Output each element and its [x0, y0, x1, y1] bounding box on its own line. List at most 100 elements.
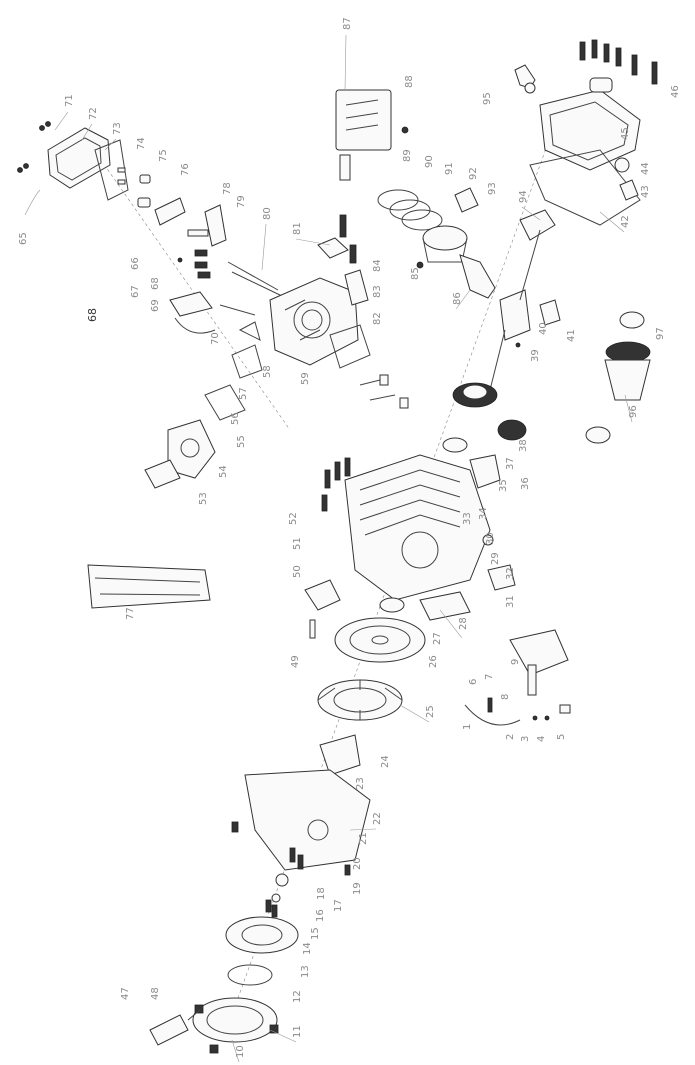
- callout-26: 26: [428, 655, 439, 668]
- callout-55: 55: [236, 435, 247, 448]
- callout-22: 22: [372, 812, 383, 825]
- callout-29: 29: [490, 552, 501, 565]
- callout-44: 44: [640, 162, 651, 175]
- callout-42: 42: [620, 215, 631, 228]
- callout-81: 81: [292, 222, 303, 235]
- callout-24: 24: [380, 755, 391, 768]
- callout-79: 79: [236, 195, 247, 208]
- fuel-tank: [87, 564, 211, 609]
- blower-housing: [231, 769, 371, 871]
- callout-32: 32: [505, 567, 516, 580]
- pin-39: [515, 342, 521, 348]
- callout-53: 53: [198, 492, 209, 505]
- callout-9: 9: [510, 659, 521, 665]
- callout-20: 20: [352, 857, 363, 870]
- callout-75: 75: [158, 149, 169, 162]
- callout-70: 70: [210, 332, 221, 345]
- coil-bolt: [309, 619, 316, 639]
- callout-40: 40: [538, 322, 549, 335]
- callout-14: 14: [302, 942, 313, 955]
- connecting-rod: [459, 254, 496, 299]
- push-rod: [227, 261, 279, 291]
- governor-linkage: [464, 629, 571, 726]
- callout-30: 30: [485, 532, 496, 545]
- callout-65: 65: [18, 232, 29, 245]
- callout-96: 96: [628, 405, 639, 418]
- callout-2: 2: [505, 734, 516, 740]
- valve-cover-assembly: [514, 39, 658, 171]
- callout-49: 49: [290, 655, 301, 668]
- callout-6: 6: [468, 679, 479, 685]
- bearing-37: [442, 437, 468, 453]
- callout-27: 27: [432, 632, 443, 645]
- callout-88: 88: [404, 75, 415, 88]
- starter-fasteners: [271, 847, 351, 903]
- page-marker: 68: [86, 308, 99, 322]
- cam-follower: [344, 269, 369, 306]
- governor-gear-assembly: [585, 311, 651, 444]
- callout-31: 31: [505, 595, 516, 608]
- callout-41: 41: [566, 329, 577, 342]
- callout-labels: 71 72 73 74 75 76 77 78 79 80 81 82 83 8…: [18, 17, 681, 1058]
- starter-handle: [149, 1009, 201, 1046]
- callout-97a: 97: [655, 327, 666, 340]
- callout-35: 35: [498, 479, 509, 492]
- piston-rings: [377, 189, 443, 231]
- callout-25: 25: [425, 705, 436, 718]
- callout-92: 92: [468, 167, 479, 180]
- callout-7: 7: [484, 674, 495, 680]
- callout-21: 21: [358, 832, 369, 845]
- callout-50: 50: [292, 565, 303, 578]
- callout-77: 77: [125, 607, 136, 620]
- push-rod-2: [231, 271, 283, 297]
- bracket-40: [539, 299, 561, 326]
- head-gasket: [529, 149, 641, 226]
- callout-15: 15: [310, 927, 321, 940]
- callout-43: 43: [640, 185, 651, 198]
- callout-73: 73: [112, 122, 123, 135]
- muffler-box: [335, 89, 409, 181]
- seal-ring: [614, 157, 630, 173]
- callout-17: 17: [333, 899, 344, 912]
- callout-33: 33: [462, 512, 473, 525]
- fan: [317, 679, 403, 721]
- assembly-axis-2: [79, 129, 291, 431]
- callout-58: 58: [262, 365, 273, 378]
- callout-95: 95: [482, 92, 493, 105]
- callout-1: 1: [462, 724, 473, 730]
- callout-57: 57: [238, 387, 249, 400]
- leader-lines: [54, 34, 633, 1063]
- callout-85: 85: [410, 267, 421, 280]
- callout-13: 13: [300, 965, 311, 978]
- flywheel: [334, 597, 426, 663]
- callout-56: 56: [230, 412, 241, 425]
- carb-fasteners: [117, 167, 186, 226]
- callout-48: 48: [150, 987, 161, 1000]
- callout-28: 28: [458, 617, 469, 630]
- choke-lever-parts: [419, 534, 516, 621]
- cam-gear: [452, 382, 527, 441]
- callout-93: 93: [487, 182, 498, 195]
- block-bolts: [321, 457, 351, 512]
- bracket-small: [619, 179, 639, 201]
- callout-71: 71: [64, 94, 75, 107]
- callout-90: 90: [424, 155, 435, 168]
- callout-52: 52: [288, 512, 299, 525]
- callout-45: 45: [620, 127, 631, 140]
- piston-pin: [454, 187, 479, 213]
- callout-51: 51: [292, 537, 303, 550]
- callout-68: 68: [150, 277, 161, 290]
- callout-94: 94: [518, 190, 529, 203]
- callout-46: 46: [670, 85, 681, 98]
- cylinder-head: [269, 277, 359, 366]
- callout-23: 23: [355, 777, 366, 790]
- callout-91: 91: [444, 162, 455, 175]
- callout-38: 38: [518, 439, 529, 452]
- callout-84: 84: [372, 259, 383, 272]
- callout-8: 8: [500, 694, 511, 700]
- callout-78: 78: [222, 182, 233, 195]
- callout-69: 69: [150, 299, 161, 312]
- callout-87: 87: [342, 17, 353, 30]
- callout-72: 72: [88, 107, 99, 120]
